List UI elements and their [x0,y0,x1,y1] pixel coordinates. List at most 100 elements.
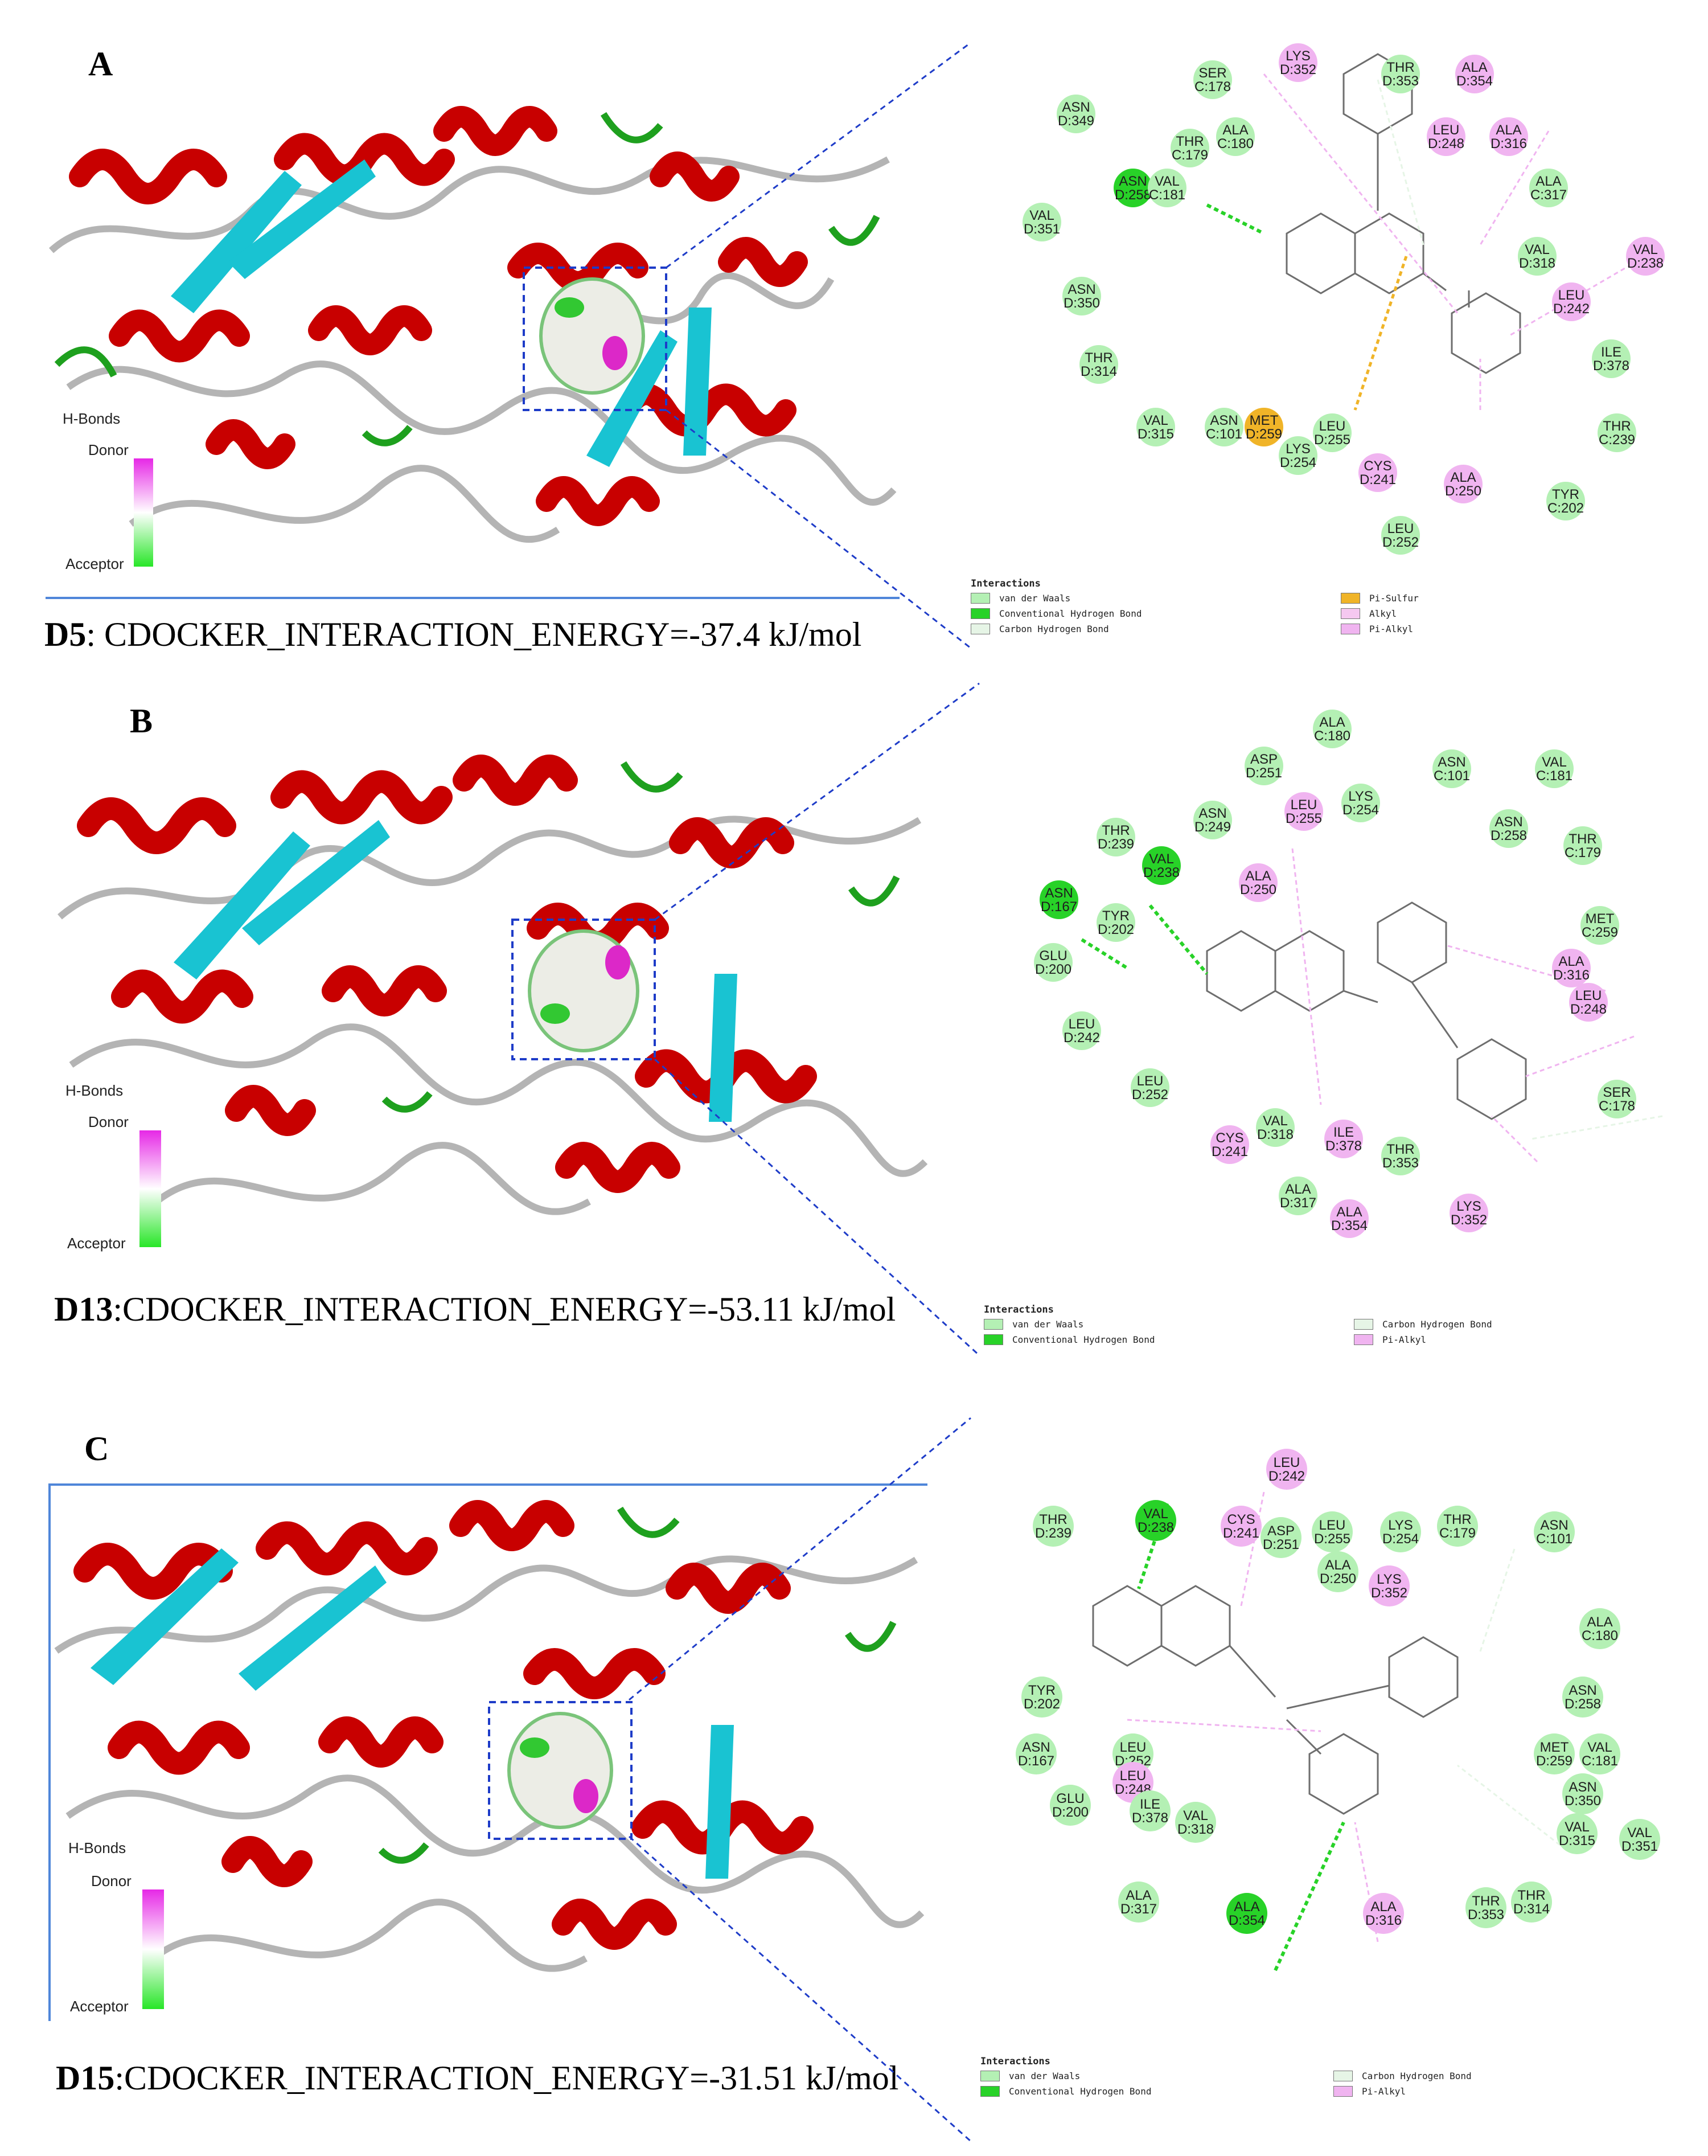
residue-name: ALA [1319,715,1345,730]
residue-name: LYS [1348,789,1373,804]
protein-structure-c [54,1500,925,1972]
binding-pocket-box [523,267,667,411]
residue-chain-number: D:316 [1365,1913,1402,1928]
residue-chain-number: C:239 [1599,432,1635,448]
residue-chain-number: D:258 [1491,828,1527,843]
residue-bubble [1579,1608,1620,1649]
legend-title: Interactions [971,578,1041,589]
panel-letter-c: C [84,1430,109,1468]
residue-chain-number: D:167 [1018,1753,1054,1769]
residue-name: VAL [1587,1740,1612,1755]
residue-name: LEU [1319,419,1346,434]
residue-bubble [1175,1802,1216,1843]
residue-name: ASN [1062,100,1090,115]
residue-chain-number: D:242 [1553,301,1590,317]
residue-name: LEU [1069,1016,1095,1032]
residue-name: THR [1085,350,1112,366]
legend-item-vdw: van der Waals [971,591,1142,606]
residue-bubble [1034,943,1073,982]
residue-name: THR [1517,1888,1545,1903]
residue-name: ASN [1068,282,1095,297]
residue-bubble [1381,55,1420,93]
residue-bubble [1444,465,1483,503]
residue-name: LYS [1456,1199,1481,1214]
residue-name: THR [1386,60,1414,75]
residue-chain-number: C:179 [1439,1526,1476,1541]
residue-chain-number: D:314 [1081,364,1117,379]
residue-chain-number: D:258 [1565,1696,1601,1712]
connector-c-bottom [629,1835,971,2142]
residue-bubble [1136,408,1175,446]
residue-name: TYR [1102,908,1130,924]
residue-chain-number: C:180 [1582,1628,1618,1643]
residue-chain-number: D:254 [1382,1531,1419,1547]
residue-chain-number: C:317 [1530,187,1567,203]
residue-name: VAL [1525,242,1550,257]
residue-bubble [1050,1785,1091,1826]
residue-chain-number: C:178 [1599,1099,1635,1114]
residue-bubble [1023,203,1061,241]
residue-chain-number: D:315 [1559,1833,1595,1848]
residue-bubble [1598,1080,1636,1118]
residue-name: LEU [1433,122,1460,138]
pocket-donor-patch [605,945,630,979]
residue-chain-number: C:179 [1172,147,1208,163]
residue-chain-number: D:259 [1536,1753,1572,1769]
residue-bubble [1221,1506,1262,1547]
residue-bubble [1131,1068,1169,1107]
residue-bubble [1279,436,1317,475]
residue-name: ASN [1198,806,1226,821]
residue-bubble [1552,949,1591,987]
residue-name: LYS [1286,441,1311,457]
interaction-diagram-b [1081,848,1663,1163]
residue-chain-number: D:378 [1593,358,1629,374]
residue-name: VAL [1633,242,1658,257]
residue-name: LEU [1120,1768,1147,1784]
residue-bubble [1313,413,1352,452]
residue-name: LEU [1558,288,1585,303]
residue-name: CYS [1227,1512,1255,1527]
residue-name: ALA [1245,868,1271,884]
legend-item-carbon-hbond: Carbon Hydrogen Bond [971,621,1142,637]
residue-bubble [1266,1449,1307,1490]
residue-name: THR [1102,823,1130,838]
residue-chain-number: D:317 [1280,1195,1316,1211]
energy-label-a: D5: CDOCKER_INTERACTION_ENERGY=-37.4 kJ/… [44,615,861,654]
residue-chain-number: C:181 [1582,1753,1618,1769]
residue-chain-number: C:180 [1217,136,1254,151]
residue-chain-number: D:248 [1428,136,1464,151]
residue-chain-number: D:250 [1320,1571,1356,1587]
helix-ribbons [77,755,817,1193]
residue-chain-number: D:378 [1325,1138,1362,1154]
donor-label: Donor [88,1113,129,1130]
energy-text: :CDOCKER_INTERACTION_ENERGY=-31.51 kJ/mo… [114,2059,899,2097]
residue-bubble [1112,1733,1153,1774]
residue-bubble [1279,43,1317,82]
connector-b-top [654,682,980,921]
residue-bubble [1118,1882,1159,1923]
turn-segments [381,761,900,1113]
residue-chain-number: D:259 [1246,427,1282,442]
residue-chain-number: D:352 [1451,1212,1487,1228]
